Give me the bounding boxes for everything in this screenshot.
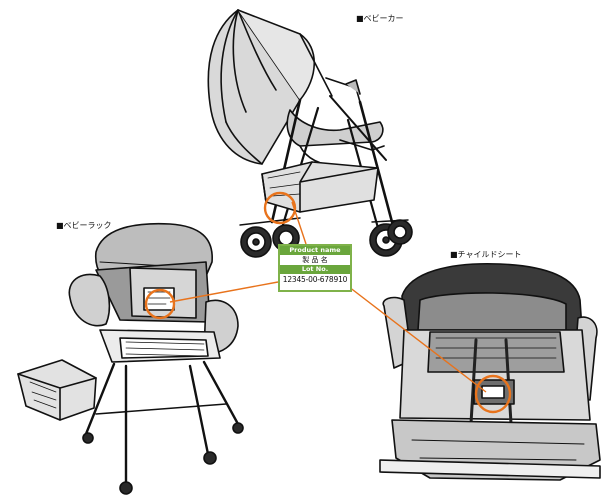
- child-seat-illustration: [379, 262, 601, 481]
- caption-stroller: ■ベビーカー: [356, 14, 404, 23]
- lot-number-header: Lot No.: [280, 265, 350, 274]
- callout-line-rack: [169, 281, 279, 303]
- callout-circle-stroller: [263, 191, 297, 225]
- caption-child-seat: ■チャイルドシート: [450, 250, 522, 259]
- product-label: Product name 製 品 名 Lot No. 12345-00-6789…: [278, 244, 352, 292]
- baby-rack-casters: [82, 422, 244, 495]
- baby-rack-illustration: [17, 222, 244, 495]
- product-name-header: Product name: [280, 246, 350, 255]
- stroller-illustration: [207, 9, 413, 258]
- callout-line-seat: [339, 279, 487, 393]
- callout-circles: [144, 191, 512, 414]
- callout-circle-rack: [144, 288, 176, 320]
- lot-number-value: 12345-00-678910: [280, 274, 350, 285]
- product-name-value: 製 品 名: [280, 255, 350, 265]
- caption-baby-rack: ■ベビーラック: [56, 221, 112, 230]
- callout-circle-seat: [474, 374, 512, 414]
